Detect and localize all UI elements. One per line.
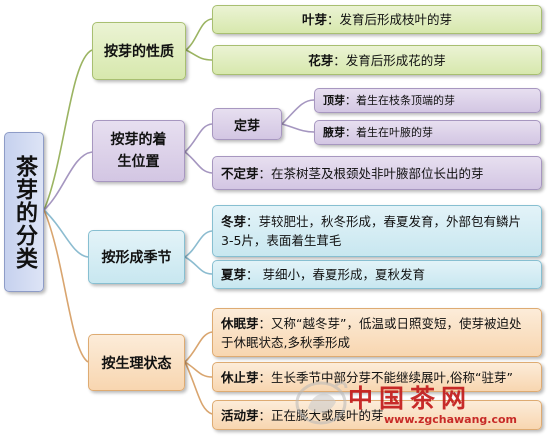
connector-nature-flowerbud — [185, 49, 213, 61]
connector-root-nature — [43, 49, 93, 211]
category-nature: 按芽的性质 — [92, 22, 186, 80]
node-fixed-bud: 定芽 — [212, 108, 282, 140]
leaf-bud-desc: ：发育后形成枝叶的芽 — [327, 12, 453, 27]
active-bud-term: 活动芽 — [221, 407, 259, 423]
connector-fixed-terminal — [281, 99, 315, 125]
summer-bud-desc: ： 芽细小，春夏形成，夏秋发育 — [246, 267, 425, 282]
terminal-bud-desc: ：着生在枝条顶端的芽 — [345, 94, 455, 107]
watermark-logo-icon — [295, 381, 348, 425]
category-season: 按形成季节 — [88, 230, 185, 284]
axillary-bud-term: 腋芽 — [323, 126, 345, 139]
leaf-active-bud: 活动芽：正在膨大或展叶的芽 — [212, 400, 542, 430]
winter-bud-desc: ：芽较肥壮，秋冬形成，春夏发育，外部包有鳞片3-5片，表面着生茸毛 — [221, 214, 522, 248]
connector-fixed-axillary — [281, 123, 315, 133]
active-bud-desc: ：正在膨大或展叶的芽 — [258, 407, 384, 423]
fixed-bud-label: 定芽 — [233, 118, 260, 134]
connector-season-summer — [184, 256, 213, 275]
root-label: 茶芽的分类 — [12, 154, 37, 270]
category-state-label: 按生理状态 — [101, 355, 172, 372]
category-position: 按芽的着生位置 — [92, 120, 185, 182]
category-state: 按生理状态 — [88, 334, 185, 391]
leaf-flower-bud: 花芽：发育后形成花的芽 — [212, 45, 542, 75]
leaf-axillary-bud: 腋芽：着生在叶腋的芽 — [314, 120, 541, 145]
dormant-bud-term: 休眠芽 — [221, 315, 259, 331]
leaf-summer-bud: 夏芽： 芽细小，春夏形成，夏秋发育 — [212, 260, 542, 289]
connector-position-adventitious — [184, 151, 213, 174]
watermark-url: www.zgchawang.com — [384, 413, 518, 426]
leaf-resting-bud: 休止芽：生长季节中部分芽不能继续展叶,俗称“驻芽” — [212, 362, 542, 392]
summer-bud-term: 夏芽 — [221, 267, 247, 282]
leaf-terminal-bud: 顶芽：着生在枝条顶端的芽 — [314, 88, 541, 113]
category-position-label: 按芽的着生位置 — [110, 132, 167, 170]
resting-bud-desc: ：生长季节中部分芽不能继续展叶,俗称“驻芽” — [258, 369, 513, 385]
leaf-dormant-bud: 休眠芽：又称“越冬芽”，低温或日照变短，使芽被迫处于休眠状态,多秋季形成 — [212, 308, 542, 357]
connector-state-active — [184, 361, 213, 415]
flower-bud-desc: ：发育后形成花的芽 — [333, 52, 446, 68]
adventitious-bud-term: 不定芽 — [221, 165, 259, 181]
connector-position-fixed — [184, 123, 213, 153]
leaf-bud-term: 叶芽 — [301, 12, 327, 27]
category-season-label: 按形成季节 — [101, 250, 172, 266]
connector-nature-leafbud — [185, 18, 213, 51]
connector-state-dormant — [184, 331, 213, 363]
root-node: 茶芽的分类 — [4, 132, 44, 292]
leaf-adventitious-bud: 不定芽：在茶树茎及根颈处非叶腋部位长出的芽 — [212, 156, 542, 190]
connector-season-winter — [184, 230, 213, 258]
terminal-bud-term: 顶芽 — [323, 94, 345, 107]
connector-root-position — [43, 151, 93, 211]
winter-bud-term: 冬芽 — [221, 214, 247, 229]
leaf-winter-bud: 冬芽：芽较肥壮，秋冬形成，春夏发育，外部包有鳞片3-5片，表面着生茸毛 — [212, 205, 542, 257]
leaf-leaf-bud: 叶芽：发育后形成枝叶的芽 — [212, 5, 542, 34]
adventitious-bud-desc: ：在茶树茎及根颈处非叶腋部位长出的芽 — [258, 165, 484, 181]
connector-state-resting — [184, 361, 213, 378]
connector-root-state — [43, 209, 89, 363]
resting-bud-term: 休止芽 — [221, 369, 259, 385]
flower-bud-term: 花芽 — [308, 52, 334, 68]
category-nature-label: 按芽的性质 — [104, 44, 174, 60]
connector-root-season — [43, 209, 89, 258]
axillary-bud-desc: ：着生在叶腋的芽 — [345, 126, 433, 139]
watermark-brand: 中国茶网 — [348, 384, 473, 413]
dormant-bud-desc: ：又称“越冬芽”，低温或日照变短，使芽被迫处于休眠状态,多秋季形成 — [221, 315, 522, 350]
